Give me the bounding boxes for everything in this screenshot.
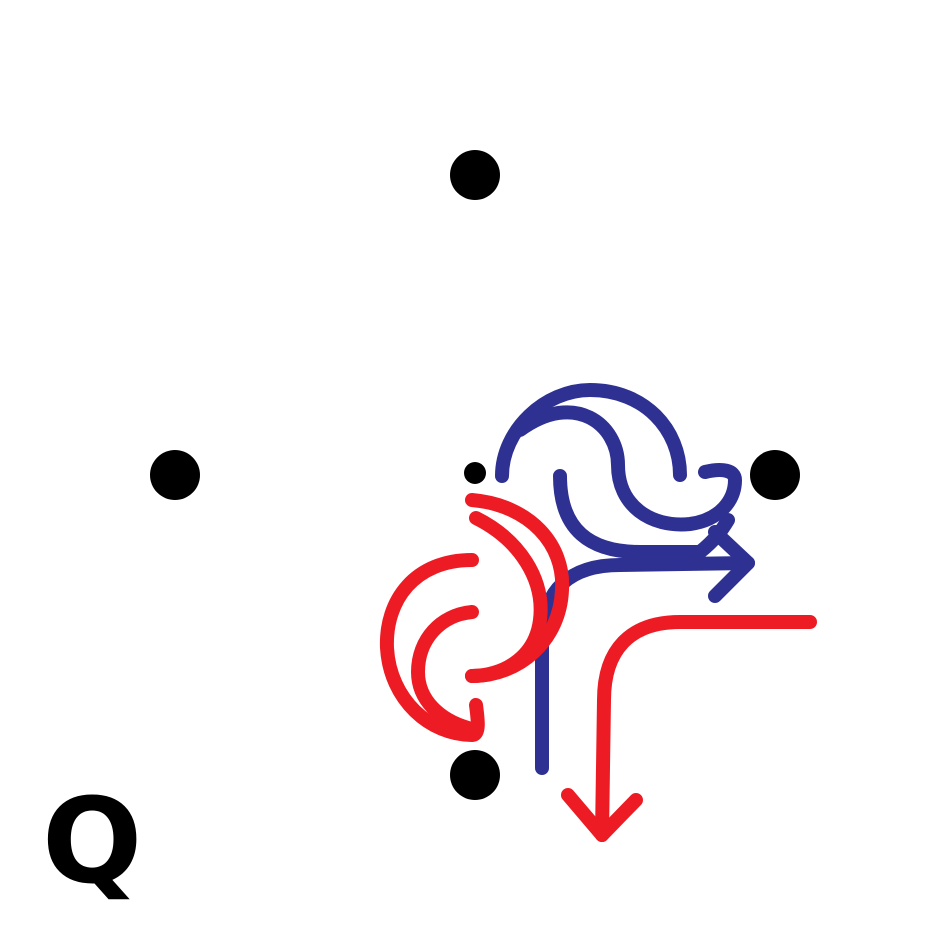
red-inner-arc [465, 511, 548, 683]
dot-bottom [450, 750, 500, 800]
dot-right [750, 450, 800, 500]
dot-top [450, 150, 500, 200]
red-path [379, 493, 817, 842]
dot-left [150, 450, 200, 500]
blue-inner-curl [513, 405, 742, 532]
red-inner-s [411, 605, 479, 735]
red-trunk [595, 615, 817, 842]
panel-label: Q [42, 772, 143, 910]
grid-dots [150, 150, 800, 800]
dot-center [464, 462, 486, 484]
red-arrowhead [561, 788, 643, 842]
blue-outer-loop [495, 383, 687, 483]
red-s-wave [379, 553, 485, 742]
blue-arrowhead [708, 525, 755, 603]
